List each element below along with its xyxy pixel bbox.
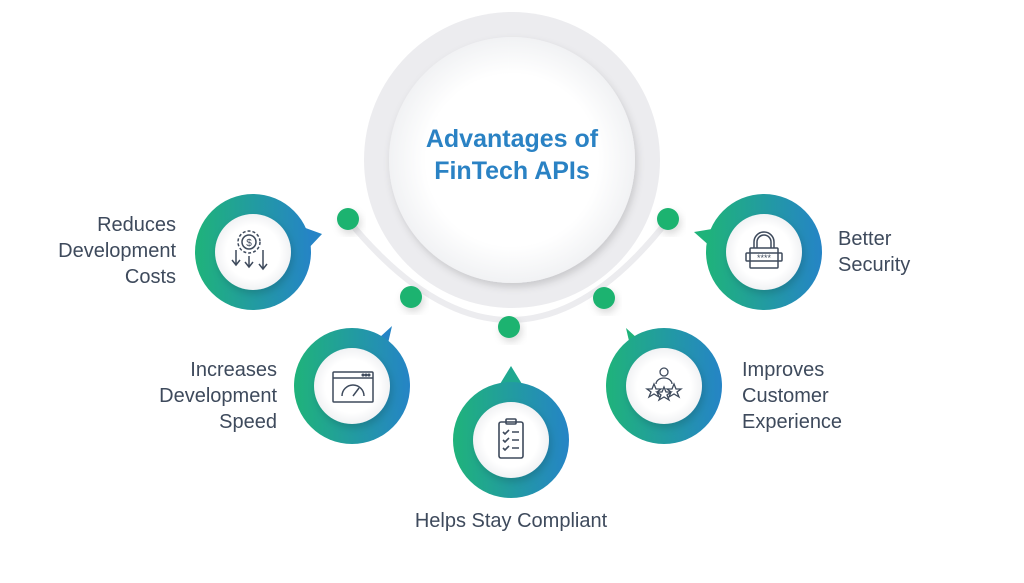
clipboard-checklist-icon <box>498 418 524 459</box>
label-line: Development <box>58 240 176 262</box>
label-line: Better <box>838 228 892 250</box>
svg-text:$: $ <box>246 238 252 249</box>
item-node-compliant <box>453 366 569 498</box>
label-line: Improves <box>742 359 825 381</box>
label-line: Speed <box>219 411 277 433</box>
label-better-security: Better Security <box>838 226 998 278</box>
item-node-customer-experience <box>606 328 722 444</box>
item-node-reduces-costs: $ <box>195 194 322 310</box>
label-line: Security <box>838 254 911 276</box>
label-line: Experience <box>742 411 843 433</box>
label-compliant: Helps Stay Compliant <box>380 508 642 534</box>
label-line: Development <box>159 385 277 407</box>
label-line: Reduces <box>97 214 176 236</box>
item-node-better-security: **** <box>694 194 822 310</box>
item-node-increases-speed <box>294 326 410 444</box>
label-line: Increases <box>190 359 277 381</box>
speedometer-icon <box>332 371 374 403</box>
diagram-title: Advantages of FinTech APIs <box>400 123 624 187</box>
title-line-1: Advantages of <box>425 125 599 153</box>
label-line: Customer <box>742 385 829 407</box>
label-customer-experience: Improves Customer Experience <box>742 357 942 435</box>
label-increases-speed: Increases Development Speed <box>120 357 277 435</box>
customer-rating-icon <box>645 367 683 402</box>
label-reduces-costs: Reduces Development Costs <box>20 212 176 290</box>
svg-text:****: **** <box>757 253 772 263</box>
label-line: Helps Stay Compliant <box>414 510 608 532</box>
central-ring <box>364 12 660 308</box>
padlock-password-icon: **** <box>745 231 783 269</box>
cost-reduction-icon: $ <box>231 230 268 271</box>
label-line: Costs <box>124 266 176 288</box>
connector-dots <box>337 208 679 338</box>
title-line-2: FinTech APIs <box>434 157 590 185</box>
